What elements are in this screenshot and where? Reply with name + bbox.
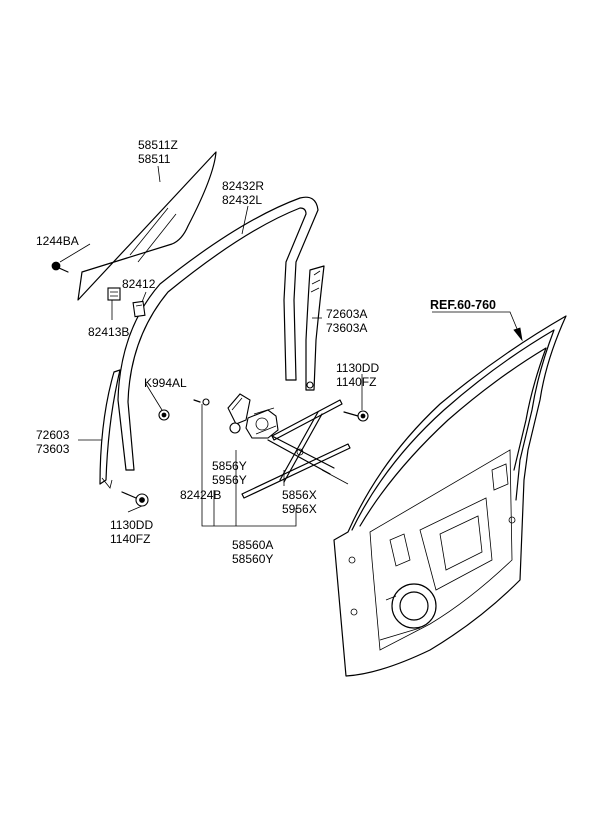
label-fchan-b: 73603 xyxy=(36,442,70,456)
ref-arrow xyxy=(513,327,523,342)
label-reg-a: 58560A xyxy=(232,538,273,552)
label-fbolt-b: 1140FZ xyxy=(110,532,150,546)
clip-82412 xyxy=(132,300,146,318)
window-regulator xyxy=(241,399,351,499)
label-rbolt-a: 1130DD xyxy=(336,361,379,375)
regulator-motor xyxy=(227,393,279,439)
label-ref: REF.60-760 xyxy=(430,298,496,312)
label-fbolt-a: 1130DD xyxy=(110,518,153,532)
door-glass xyxy=(77,151,217,301)
front-door-panel xyxy=(333,315,567,677)
label-run-b: 82432L xyxy=(222,193,262,207)
label-rchan-a: 72603A xyxy=(326,307,367,321)
front-channel xyxy=(99,369,121,489)
leader-lines xyxy=(59,165,521,527)
bolt-front-1130dd xyxy=(121,491,149,507)
bolt-rear-1130dd xyxy=(343,410,369,422)
label-clip-a: 82412 xyxy=(122,277,156,291)
clip-82413b xyxy=(107,287,121,301)
label-run-a: 82432R xyxy=(222,179,264,193)
label-arm-a: 5856X xyxy=(282,488,317,502)
rear-channel xyxy=(305,265,325,391)
glass-run-weatherstrip xyxy=(117,196,319,471)
label-screw: 82424B xyxy=(180,488,221,502)
label-clip-b: 82413B xyxy=(88,325,129,339)
bolt-1244ba xyxy=(51,261,69,273)
label-reg-b: 58560Y xyxy=(232,552,273,566)
label-nut: K994AL xyxy=(144,376,187,390)
label-bolt-a: 1244BA xyxy=(36,234,79,248)
part-labels: 58511Z 58511 1244BA 82432R 82432L 82412 … xyxy=(36,138,496,566)
label-rchan-b: 73603A xyxy=(326,321,367,335)
label-glass-b: 58511 xyxy=(138,152,171,166)
nut-k994al xyxy=(158,409,170,421)
label-motor-a: 5856Y xyxy=(212,459,247,473)
screw-82424b xyxy=(193,398,210,406)
label-rbolt-b: 1140FZ xyxy=(336,375,376,389)
label-motor-b: 5956Y xyxy=(212,473,247,487)
label-arm-b: 5956X xyxy=(282,502,317,516)
label-fchan-a: 72603 xyxy=(36,428,70,442)
label-glass-a: 58511Z xyxy=(138,138,178,152)
